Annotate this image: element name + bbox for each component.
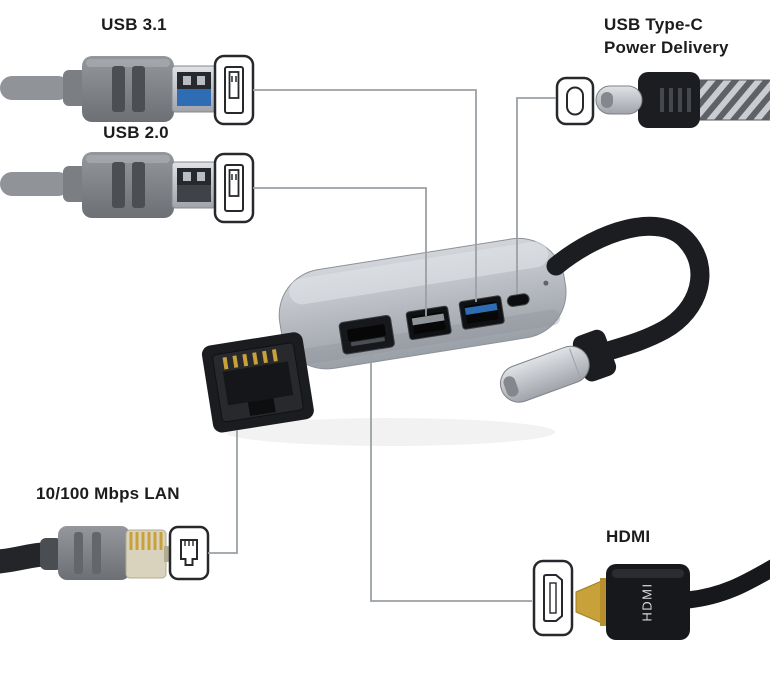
usb-c-power-plug bbox=[595, 72, 770, 128]
usb-type-c-label: USB Type-C Power Delivery bbox=[604, 13, 729, 59]
usb-c-port-icon bbox=[555, 76, 595, 126]
hub-led bbox=[543, 280, 549, 286]
hub-shadow bbox=[225, 418, 555, 446]
hdmi-port-icon bbox=[532, 559, 574, 637]
lan-port-icon bbox=[168, 525, 210, 581]
usb-c-cable bbox=[546, 216, 710, 363]
usb-2-0-plug bbox=[0, 151, 217, 219]
usb-a-port-icon bbox=[213, 54, 255, 126]
hub-lan-port bbox=[201, 332, 314, 433]
usb-3-1-plug bbox=[0, 55, 217, 123]
adapter-hub bbox=[201, 237, 567, 433]
usb20-label: USB 2.0 bbox=[103, 123, 169, 142]
usb-type-c-label-line1: USB Type-C bbox=[604, 15, 703, 34]
usb-type-c-label-line2: Power Delivery bbox=[604, 38, 729, 57]
callout-line-usbc bbox=[516, 97, 556, 294]
lan-label: 10/100 Mbps LAN bbox=[36, 484, 180, 503]
callout-line-lan bbox=[208, 430, 238, 554]
callout-line-usb31 bbox=[253, 89, 477, 302]
hdmi-label: HDMI bbox=[606, 527, 651, 546]
hub-usb3-port bbox=[458, 295, 505, 330]
hub-hdmi-port bbox=[338, 314, 395, 355]
usb-c-plug bbox=[499, 329, 617, 403]
hub-usb2-port bbox=[405, 305, 452, 341]
hub-usbc-port bbox=[506, 293, 530, 307]
hdmi-plug: HDMI bbox=[575, 559, 770, 640]
lan-plug bbox=[0, 526, 170, 580]
usb31-label: USB 3.1 bbox=[101, 15, 167, 34]
callout-line-usb20 bbox=[253, 187, 427, 316]
usb-a-port-icon bbox=[213, 152, 255, 224]
hdmi-plug-marking: HDMI bbox=[639, 582, 654, 621]
callout-line-hdmi bbox=[370, 352, 532, 602]
